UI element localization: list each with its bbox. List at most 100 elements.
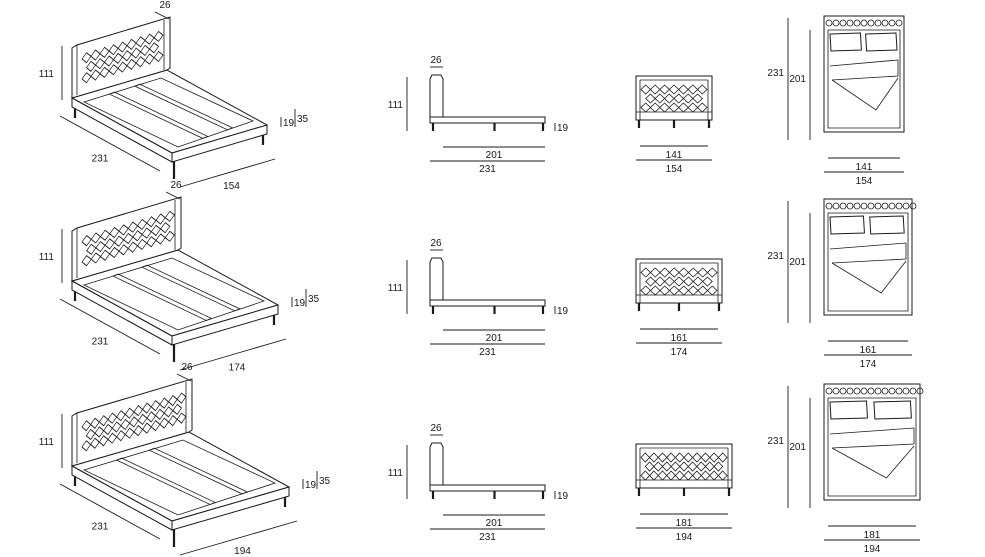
tuft-diamond [702,276,713,287]
tuft-diamond [674,452,685,463]
plan-mattress [827,212,909,312]
tuft-diamond [126,58,137,71]
tuft-diamond [153,30,164,43]
tuft-diamond [649,267,661,278]
side-height-label: 111 [388,283,404,294]
tuft-diamond [163,406,174,418]
tuft-diamond [692,93,703,104]
tuft-dot [888,19,896,27]
tuft-diamond [663,93,675,104]
tufting-pattern [81,392,187,452]
slat-2 [133,83,234,131]
tuft-diamond [670,461,681,472]
tuft-diamond [687,267,699,278]
tuft-dot [825,387,833,395]
tuft-diamond [127,221,139,233]
tuft-diamond [108,44,119,56]
front-inner-width-label: 181 [676,518,693,529]
tuft-diamond [81,440,92,452]
tuft-diamond [111,421,122,433]
tuft-diamond [164,210,175,222]
dim-line-width [179,338,287,371]
tuft-diamond [116,430,126,442]
tuft-diamond [90,49,101,61]
tuft-diamond [116,410,126,422]
tuft-diamond [666,452,676,463]
tuft-diamond [654,276,666,287]
duvet-corner [831,77,899,111]
total-width-label: 194 [234,546,251,557]
tuft-diamond [172,403,183,415]
tuft-diamond [107,412,118,424]
front-tufting [640,452,728,481]
plan-total-width-label: 154 [856,176,873,187]
tuft-diamond [107,432,118,444]
tuft-diamond [90,417,100,429]
frame-height-label: 19 [294,298,306,309]
tuft-diamond [81,72,92,84]
tuft-dot [853,387,861,395]
tuft-diamond [673,276,685,287]
tuft-diamond [108,64,119,76]
tuft-diamond [99,229,111,241]
tuft-diamond [81,255,92,267]
side-frame [429,484,546,492]
tuft-dot [902,202,910,210]
tuft-diamond [155,408,165,420]
tuft-diamond [168,394,178,407]
plan-total-length-label: 231 [767,436,784,447]
tuft-diamond [109,226,120,239]
tuft-diamond [683,276,694,287]
tuft-diamond [144,33,155,45]
duvet-fold [829,427,915,449]
tuft-diamond [659,84,670,95]
tuft-diamond [104,238,115,250]
dim-line-length [59,483,161,540]
tuft-diamond [176,392,187,404]
tuft-dot [846,19,854,27]
tuft-diamond [679,461,689,472]
tuft-diamond [139,44,151,57]
side-depth-label: 26 [430,238,442,249]
tuft-diamond [159,417,170,429]
front-inner-width-label: 141 [666,150,683,161]
tuft-diamond [696,84,708,95]
side-depth-label: 26 [430,55,442,66]
tuft-dot [853,19,861,27]
tufting-pattern [81,30,164,84]
headboard-height-label: 111 [39,437,55,448]
tuft-diamond [155,213,166,225]
tuft-diamond [668,84,680,95]
frame-height-label: 19 [283,118,295,129]
side-depth-label: 26 [430,423,442,434]
side-total-length-label: 231 [479,532,496,543]
tuft-diamond [692,452,702,463]
tuft-diamond [709,452,719,463]
tuft-dot [874,387,882,395]
tuft-diamond [124,427,135,439]
tuft-diamond [700,452,711,463]
tufting-pattern [81,210,175,267]
tuft-diamond [645,276,656,287]
tuft-dot [853,202,861,210]
tuft-diamond [144,53,155,65]
headboard-depth-label: 26 [159,0,171,11]
slat-1 [115,457,217,505]
side-total-length-label: 231 [479,164,496,175]
tuft-diamond [137,413,148,426]
tuft-diamond [692,276,704,287]
tuft-diamond [85,60,97,72]
plan-total-length-label: 231 [767,68,784,79]
tuft-diamond [95,241,106,253]
tuft-diamond [683,452,694,463]
side-headboard [429,442,444,486]
duvet-corner [831,260,907,294]
tuft-dot [909,387,917,395]
tuft-diamond [135,56,146,68]
